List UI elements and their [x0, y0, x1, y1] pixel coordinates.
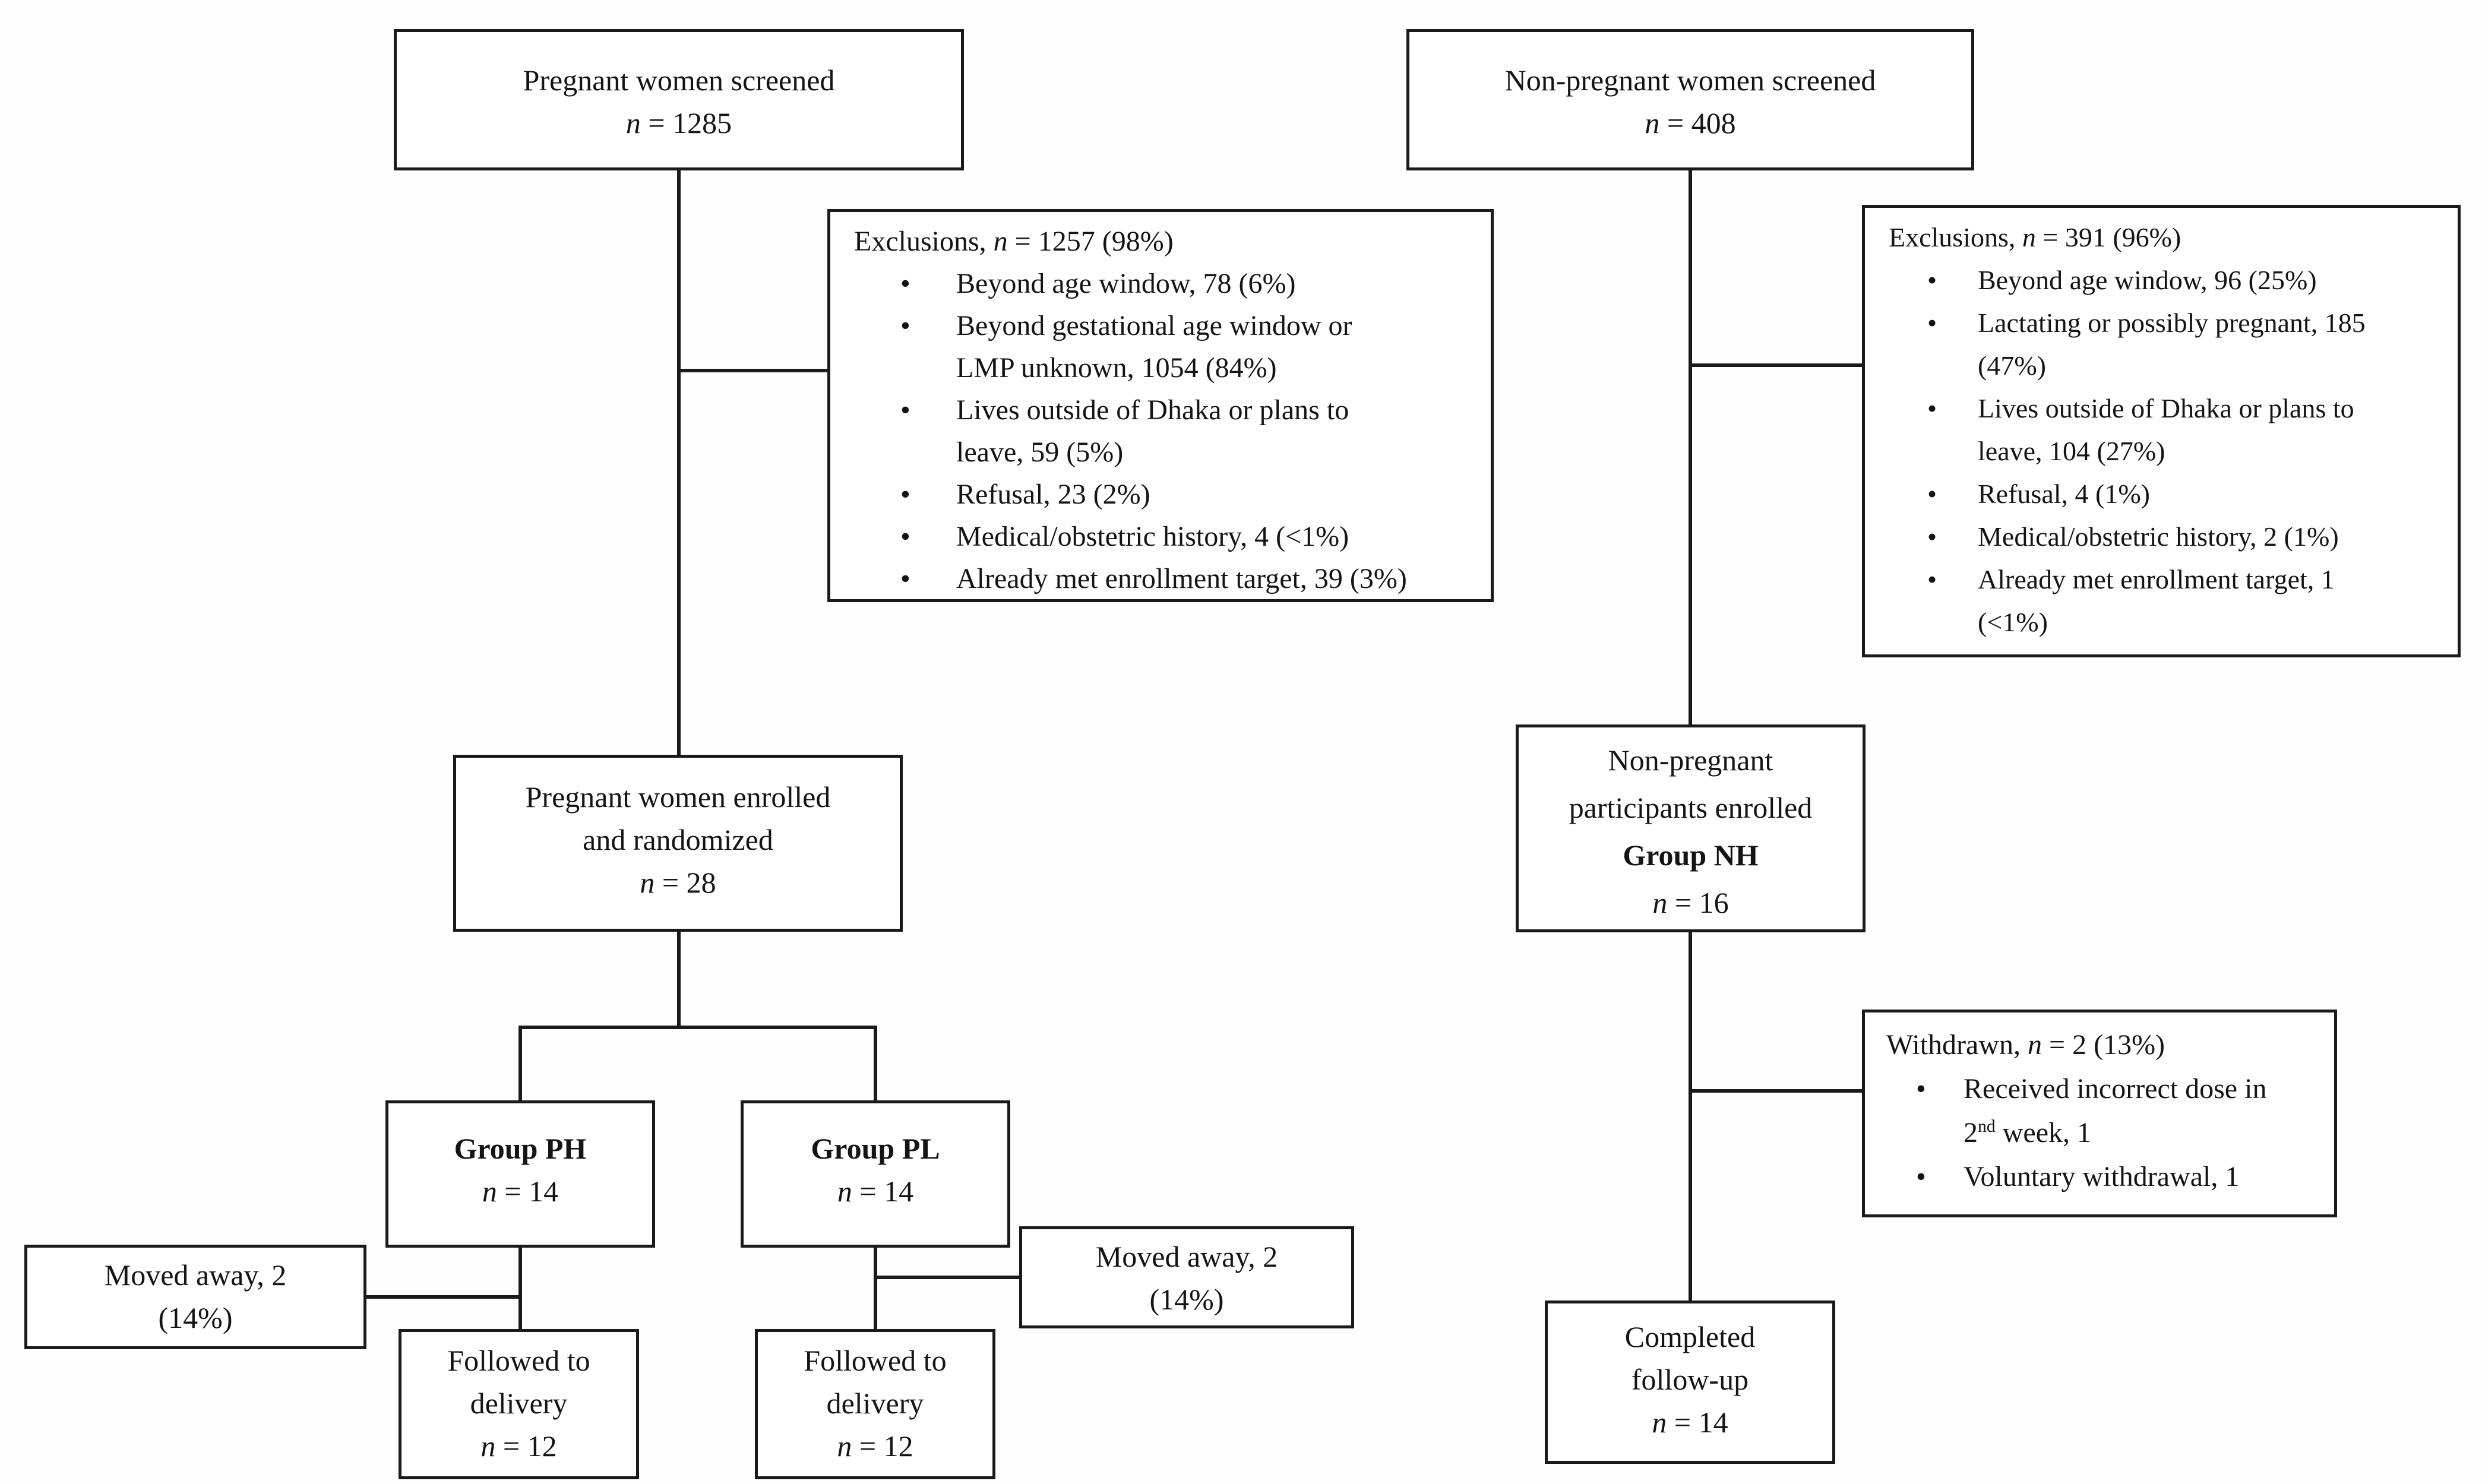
exclusion-item: Already met enrollment target, 1 (<1%)	[1889, 558, 2440, 644]
moved-away-pl-line2: (14%)	[1149, 1283, 1224, 1316]
line-to-moved-away-pl	[877, 1276, 1019, 1279]
completed-n: n = 14	[1652, 1406, 1728, 1439]
exclusion-item: Refusal, 23 (2%)	[854, 473, 1473, 515]
moved-away-ph-line1: Moved away, 2	[104, 1258, 287, 1292]
line-to-nonpregnant-exclusions	[1690, 363, 1864, 367]
pregnant-enrolled-box: Pregnant women enrolled and randomized n…	[453, 755, 903, 932]
withdrawn-list: Received incorrect dose in 2nd week, 1 V…	[1886, 1067, 2316, 1199]
pregnant-screened-label: Pregnant women screened	[523, 64, 835, 97]
followed-pl-line1: Followed to	[804, 1344, 947, 1377]
exclusion-item: Already met enrollment target, 39 (3%)	[854, 558, 1473, 600]
line-enrolled-to-split	[677, 932, 681, 1027]
followed-pl-n: n = 12	[837, 1429, 913, 1463]
exclusion-item: Beyond gestational age window or LMP unk…	[854, 305, 1473, 389]
group-nh-line2: participants enrolled	[1569, 791, 1813, 824]
group-pl-name: Group PL	[811, 1132, 940, 1165]
followed-ph-line2: delivery	[470, 1387, 568, 1420]
exclusion-item: Medical/obstetric history, 4 (<1%)	[854, 515, 1473, 558]
withdrawn-box: Withdrawn, n = 2 (13%) Received incorrec…	[1862, 1010, 2337, 1217]
line-nonpregnant-screened-to-enrolled	[1689, 170, 1692, 724]
enrolled-line2: and randomized	[583, 823, 773, 856]
withdrawn-item: Voluntary withdrawal, 1	[1886, 1155, 2316, 1199]
followed-delivery-ph-box: Followed to delivery n = 12	[399, 1329, 639, 1479]
group-pl-box: Group PL n = 14	[741, 1100, 1010, 1248]
pregnant-exclusions-box: Exclusions, n = 1257 (98%) Beyond age wi…	[827, 209, 1494, 602]
exclusion-item: Lactating or possibly pregnant, 185 (47%…	[1889, 302, 2440, 387]
followed-pl-line2: delivery	[826, 1387, 924, 1420]
group-nh-n: n = 16	[1652, 886, 1729, 919]
exclusion-item: Beyond age window, 78 (6%)	[854, 262, 1473, 305]
completed-line1: Completed	[1624, 1320, 1756, 1353]
line-split-to-group-ph	[518, 1026, 522, 1100]
group-ph-box: Group PH n = 14	[385, 1100, 655, 1248]
pregnant-exclusions-list: Beyond age window, 78 (6%) Beyond gestat…	[854, 262, 1473, 600]
withdrawn-item: Received incorrect dose in 2nd week, 1	[1886, 1067, 2316, 1155]
pregnant-screened-box: Pregnant women screened n = 1285	[394, 29, 964, 170]
group-nh-line1: Non-pregnant	[1608, 743, 1773, 777]
moved-away-ph-box: Moved away, 2 (14%)	[24, 1245, 366, 1349]
completed-line2: follow-up	[1631, 1363, 1749, 1396]
line-pregnant-screened-to-enrolled	[677, 170, 681, 755]
group-ph-n: n = 14	[482, 1175, 559, 1208]
line-group-pl-to-followed	[874, 1248, 877, 1329]
exclusion-item: Beyond age window, 96 (25%)	[1889, 259, 2440, 302]
nonpregnant-screened-label: Non-pregnant women screened	[1504, 64, 1876, 97]
line-group-ph-to-followed	[518, 1248, 522, 1329]
withdrawn-title: Withdrawn, n = 2 (13%)	[1886, 1029, 2165, 1061]
enrolled-n: n = 28	[640, 866, 716, 899]
pregnant-screened-n: n = 1285	[625, 106, 732, 140]
completed-followup-box: Completed follow-up n = 14	[1545, 1301, 1835, 1464]
exclusion-item: Lives outside of Dhaka or plans to leave…	[854, 389, 1473, 473]
moved-away-pl-box: Moved away, 2 (14%)	[1019, 1226, 1354, 1328]
enrolled-line1: Pregnant women enrolled	[525, 780, 831, 814]
exclusion-item: Medical/obstetric history, 2 (1%)	[1889, 515, 2440, 558]
line-randomization-split	[518, 1026, 877, 1029]
line-to-moved-away-ph	[366, 1295, 520, 1299]
followed-ph-line1: Followed to	[447, 1344, 590, 1377]
followed-delivery-pl-box: Followed to delivery n = 12	[755, 1329, 995, 1479]
group-pl-n: n = 14	[837, 1175, 914, 1208]
exclusion-item: Refusal, 4 (1%)	[1889, 473, 2440, 515]
nonpregnant-exclusions-box: Exclusions, n = 391 (96%) Beyond age win…	[1862, 205, 2461, 657]
nonpregnant-exclusions-list: Beyond age window, 96 (25%) Lactating or…	[1889, 259, 2440, 644]
pregnant-exclusions-title: Exclusions, n = 1257 (98%)	[854, 226, 1174, 257]
group-nh-box: Non-pregnant participants enrolled Group…	[1516, 724, 1866, 932]
followed-ph-n: n = 12	[480, 1429, 557, 1463]
exclusion-item: Lives outside of Dhaka or plans to leave…	[1889, 387, 2440, 473]
line-to-pregnant-exclusions	[679, 369, 829, 372]
group-nh-name: Group NH	[1623, 838, 1759, 872]
line-group-nh-to-completed	[1689, 932, 1692, 1301]
moved-away-pl-line1: Moved away, 2	[1095, 1240, 1278, 1273]
line-split-to-group-pl	[874, 1026, 877, 1100]
nonpregnant-exclusions-title: Exclusions, n = 391 (96%)	[1889, 222, 2181, 252]
nonpregnant-screened-n: n = 408	[1645, 106, 1736, 140]
nonpregnant-screened-box: Non-pregnant women screened n = 408	[1406, 29, 1974, 170]
line-to-withdrawn	[1690, 1089, 1864, 1093]
moved-away-ph-line2: (14%)	[158, 1301, 233, 1334]
group-ph-name: Group PH	[454, 1132, 587, 1165]
